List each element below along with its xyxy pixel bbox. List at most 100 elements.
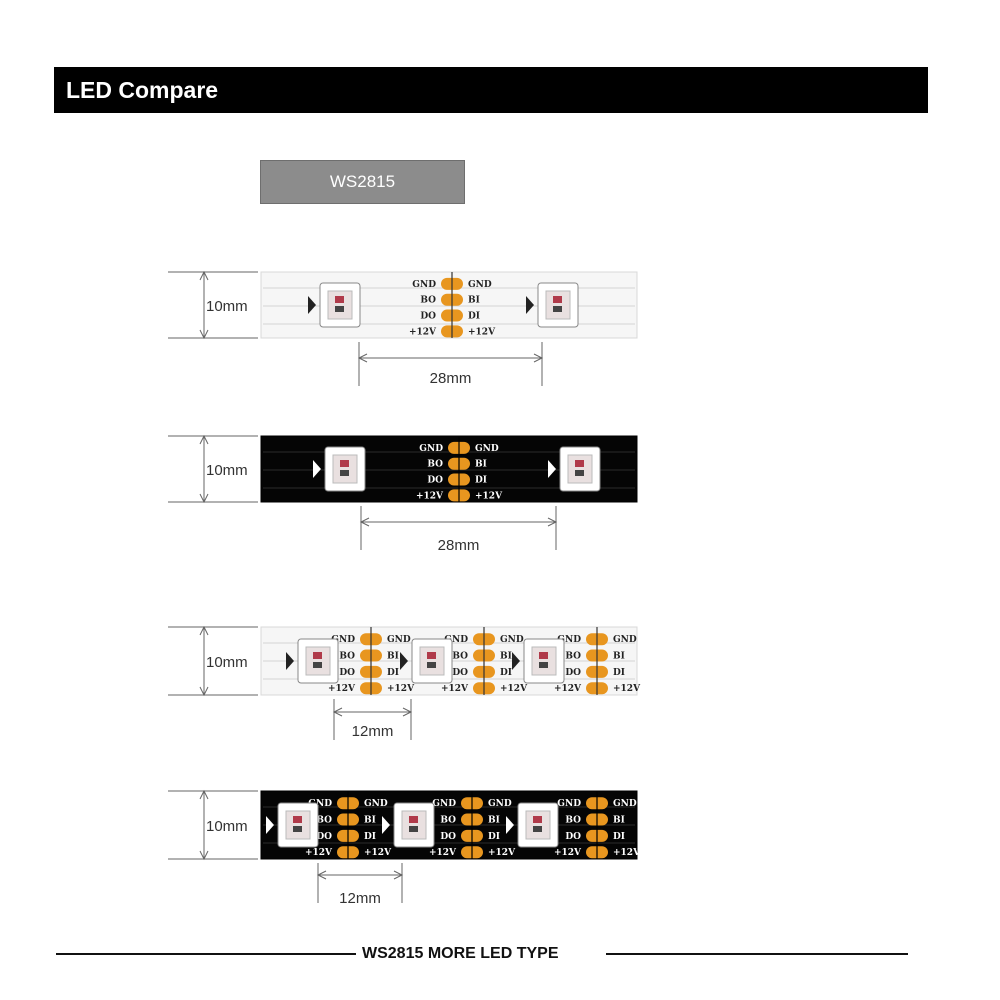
arrow-up-icon [199, 270, 209, 281]
led-die [409, 816, 418, 823]
led-die [533, 816, 542, 823]
led-lens [401, 810, 427, 840]
width-label: 10mm [206, 654, 248, 671]
led-chip [308, 282, 361, 328]
pad-label: BO [452, 652, 468, 662]
pad-label: DI [613, 668, 625, 678]
led-lens [567, 454, 593, 484]
width-label: 10mm [206, 462, 248, 479]
pad-label: GND [432, 799, 456, 809]
pad-label: BI [613, 816, 625, 826]
pad-label: +12V [441, 684, 469, 694]
pad-label: BO [339, 652, 355, 662]
pad-label: GND [387, 635, 411, 645]
led-chip [548, 446, 601, 492]
pad-label: BO [440, 816, 456, 826]
led-chip [313, 446, 366, 492]
pad-label: +12V [554, 684, 582, 694]
pad-label: +12V [328, 684, 356, 694]
pad-label: +12V [305, 848, 333, 858]
arrow-up-icon [199, 625, 209, 636]
pad-label: BI [613, 652, 625, 662]
led-die [293, 826, 302, 832]
header-title: LED Compare [66, 77, 219, 103]
pad-label: +12V [613, 848, 641, 858]
led-lens [525, 810, 551, 840]
led-die [340, 460, 349, 467]
led-die [335, 296, 344, 303]
arrow-right-icon [533, 353, 544, 363]
direction-arrow-icon [548, 460, 556, 478]
led-die [409, 826, 418, 832]
pad-label: BO [316, 816, 332, 826]
pad-label: BO [565, 816, 581, 826]
arrow-left-icon [359, 517, 370, 527]
led-die [553, 306, 562, 312]
led-die [575, 470, 584, 476]
pad-label: GND [613, 799, 637, 809]
pad-label: +12V [468, 327, 496, 337]
pad-label: BO [427, 460, 443, 470]
footer-rule-left [56, 953, 356, 955]
pad-label: DO [420, 312, 436, 322]
pad-label: DI [468, 312, 480, 322]
led-chip [506, 802, 559, 848]
pad-label: DI [500, 668, 512, 678]
pad-label: +12V [554, 848, 582, 858]
pad-label: GND [557, 799, 581, 809]
led-lens [531, 646, 557, 676]
led-lens [305, 646, 331, 676]
led-die [575, 460, 584, 467]
led-chip [382, 802, 435, 848]
direction-arrow-icon [506, 816, 514, 834]
pad-label: DO [440, 832, 456, 842]
pad-label: GND [488, 799, 512, 809]
arrow-left-icon [357, 353, 368, 363]
pad-label: GND [412, 280, 436, 290]
direction-arrow-icon [526, 296, 534, 314]
pad-label: BI [475, 460, 487, 470]
pad-label: GND [444, 635, 468, 645]
arrow-up-icon [199, 789, 209, 800]
pad-label: DI [613, 832, 625, 842]
model-tag: WS2815 [260, 160, 465, 204]
pad-label: DO [452, 668, 468, 678]
led-lens [419, 646, 445, 676]
led-die [313, 652, 322, 659]
width-label: 10mm [206, 298, 248, 315]
led-die [427, 652, 436, 659]
led-chip [526, 282, 579, 328]
pad-label: GND [419, 444, 443, 454]
arrow-left-icon [332, 707, 343, 717]
pad-label: DI [387, 668, 399, 678]
arrow-down-icon [199, 850, 209, 861]
pitch-label: 12mm [339, 890, 381, 907]
pitch-label: 28mm [430, 370, 472, 387]
led-lens [332, 454, 358, 484]
led-die [539, 652, 548, 659]
pad-label: GND [308, 799, 332, 809]
arrow-right-icon [402, 707, 413, 717]
pad-label: BI [387, 652, 399, 662]
led-chip [266, 802, 319, 848]
pitch-label: 12mm [352, 723, 394, 740]
footer: WS2815 MORE LED TYPE [0, 944, 1000, 964]
pad-label: DI [364, 832, 376, 842]
pad-label: BO [565, 652, 581, 662]
footer-title: WS2815 MORE LED TYPE [362, 945, 559, 962]
pad-label: +12V [364, 848, 392, 858]
width-label: 10mm [206, 818, 248, 835]
pad-label: BI [488, 816, 500, 826]
pad-label: +12V [387, 684, 415, 694]
arrow-up-icon [199, 434, 209, 445]
arrow-down-icon [199, 686, 209, 697]
